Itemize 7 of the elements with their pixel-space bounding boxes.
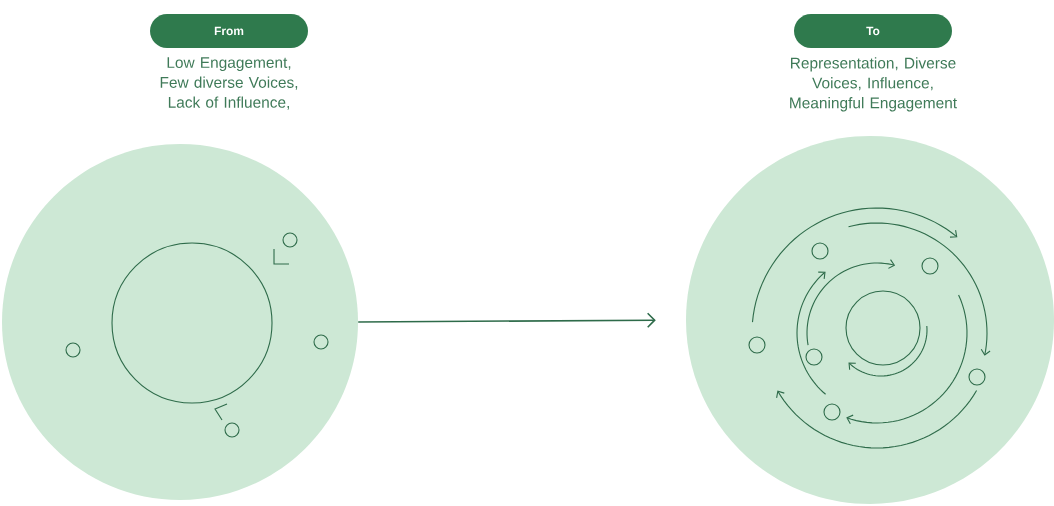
description-text: Low Engagement, Few diverse Voices, Lack of Influence, <box>160 57 298 110</box>
title-pill: To <box>794 14 952 48</box>
title-pill: From <box>150 14 308 48</box>
description-text: Representation, Diverse Voices, Influence, Meaningful Engagement <box>790 57 957 112</box>
disc <box>2 144 358 500</box>
arrow <box>357 312 656 329</box>
disc <box>686 136 1054 504</box>
